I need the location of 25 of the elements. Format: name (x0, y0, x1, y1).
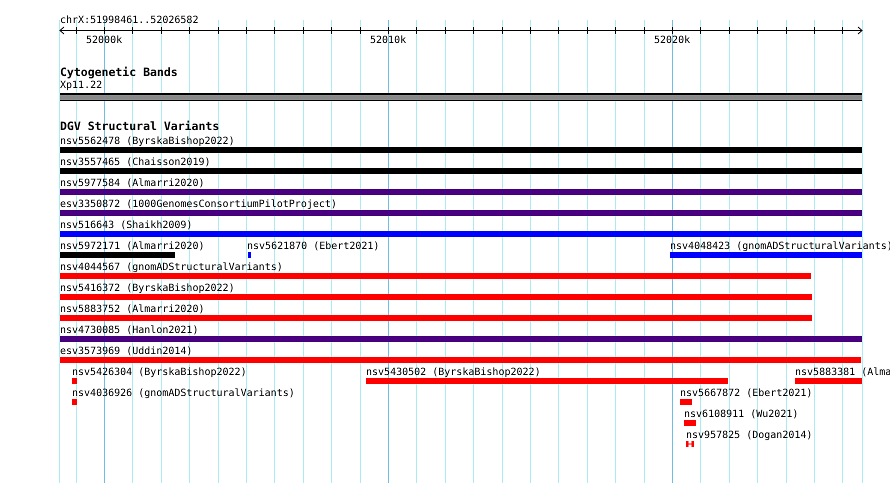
variant-label: esv3573969 (Uddin2014) (60, 346, 192, 357)
variant-label: nsv5562478 (ByrskaBishop2022) (60, 136, 235, 147)
variant-label: nsv4044567 (gnomADStructuralVariants) (60, 262, 283, 273)
variant-label: nsv5977584 (Almarri2020) (60, 178, 204, 189)
variant-label: nsv957825 (Dogan2014) (686, 430, 812, 441)
track-title: DGV Structural Variants (60, 121, 220, 132)
coordinate-label: chrX:51998461..52026582 (60, 15, 198, 26)
tick-label: 52010k (370, 35, 406, 46)
variant-label: nsv5426304 (ByrskaBishop2022) (72, 367, 247, 378)
variant-label: nsv5621870 (Ebert2021) (247, 241, 380, 252)
variant-label: nsv3557465 (Chaisson2019) (60, 157, 211, 168)
tick-label: 52020k (654, 35, 690, 46)
variant-label: nsv5883752 (Almarri2020) (60, 304, 204, 315)
variant-label: nsv5972171 (Almarri2020) (60, 241, 204, 252)
track-title: Cytogenetic Bands (60, 67, 178, 78)
variant-label: nsv5667872 (Ebert2021) (680, 388, 812, 399)
variant-label: nsv5416372 (ByrskaBishop2022) (60, 283, 235, 294)
band-label: Xp11.22 (60, 80, 102, 91)
variant-label: nsv4730085 (Hanlon2021) (60, 325, 198, 336)
variant-label: nsv4036926 (gnomADStructuralVariants) (72, 388, 295, 399)
variant-label: nsv516643 (Shaikh2009) (60, 220, 192, 231)
variant-label: esv3350872 (1000GenomesConsortiumPilotProject) (60, 199, 337, 210)
variant-label: nsv6108911 (Wu2021) (684, 409, 798, 420)
variant-label: nsv5430502 (ByrskaBishop2022) (366, 367, 541, 378)
tick-label: 52000k (86, 35, 122, 46)
